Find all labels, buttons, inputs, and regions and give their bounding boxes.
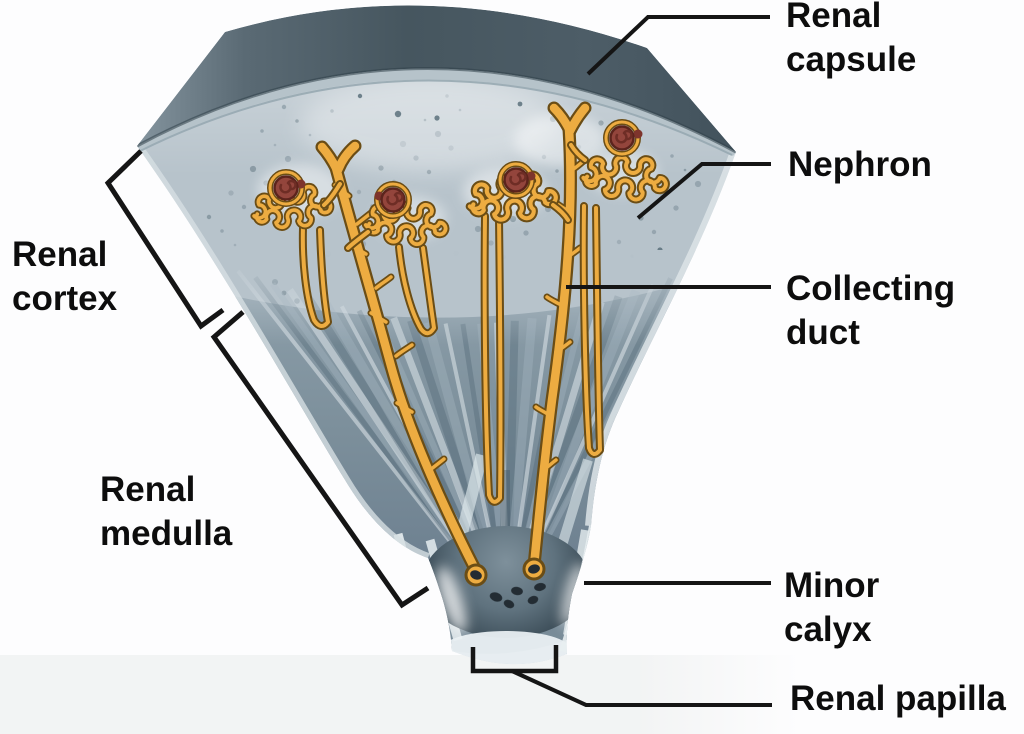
small-openings: [489, 582, 547, 609]
bracket-renal-cortex: [104, 149, 225, 330]
label-line: duct: [786, 313, 860, 352]
nephron-loops: [298, 202, 604, 506]
glomerulus: [603, 119, 643, 157]
label-line: capsule: [786, 40, 917, 79]
label-renal-papilla: Renal papilla: [790, 677, 1006, 721]
label-minor-calyx: Minor calyx: [784, 564, 879, 652]
nephron-tubule-coil: [465, 170, 560, 224]
label-line: Minor: [784, 566, 880, 605]
label-line: calyx: [784, 610, 872, 649]
glomeruli: [267, 119, 643, 219]
nephrons-and-ducts: [250, 101, 670, 578]
renal-capsule-band: [137, 5, 736, 152]
label-collecting-duct: Collecting duct: [786, 267, 955, 355]
papillary-duct-openings: [464, 557, 547, 609]
label-line: Nephron: [788, 145, 932, 184]
glomerulus: [497, 161, 536, 199]
nephron-tubule-coil: [579, 153, 670, 204]
leader-renal-papilla: [511, 669, 772, 707]
label-renal-capsule: Renal capsule: [786, 0, 916, 82]
leader-renal-capsule: [586, 15, 770, 76]
background-band: [0, 655, 800, 734]
label-renal-cortex: Renal cortex: [12, 233, 117, 321]
label-nephron: Nephron: [788, 143, 932, 187]
nephron-duct-connectors: [320, 141, 589, 252]
label-line: Collecting: [786, 269, 956, 308]
label-renal-medulla: Renal medulla: [100, 468, 232, 556]
capsule-shadow-line: [137, 67, 736, 154]
label-line: Renal: [786, 0, 882, 35]
capsule-inner-line: [139, 79, 733, 156]
collecting-duct-2: [527, 101, 592, 573]
leader-lines: [104, 15, 772, 707]
label-line: Renal papilla: [790, 679, 1006, 718]
glomerulus: [374, 181, 412, 219]
label-line: Renal: [12, 235, 108, 274]
duct-end-opening: [464, 557, 546, 587]
bracket-renal-medulla: [210, 310, 430, 609]
nephron-tubule-coil: [361, 200, 450, 248]
label-line: Renal: [100, 470, 196, 509]
leader-nephron: [636, 162, 771, 220]
glomerulus: [267, 169, 306, 207]
label-line: medulla: [100, 514, 233, 553]
label-line: cortex: [12, 279, 118, 318]
capsule-inner-stripe: [137, 68, 736, 156]
